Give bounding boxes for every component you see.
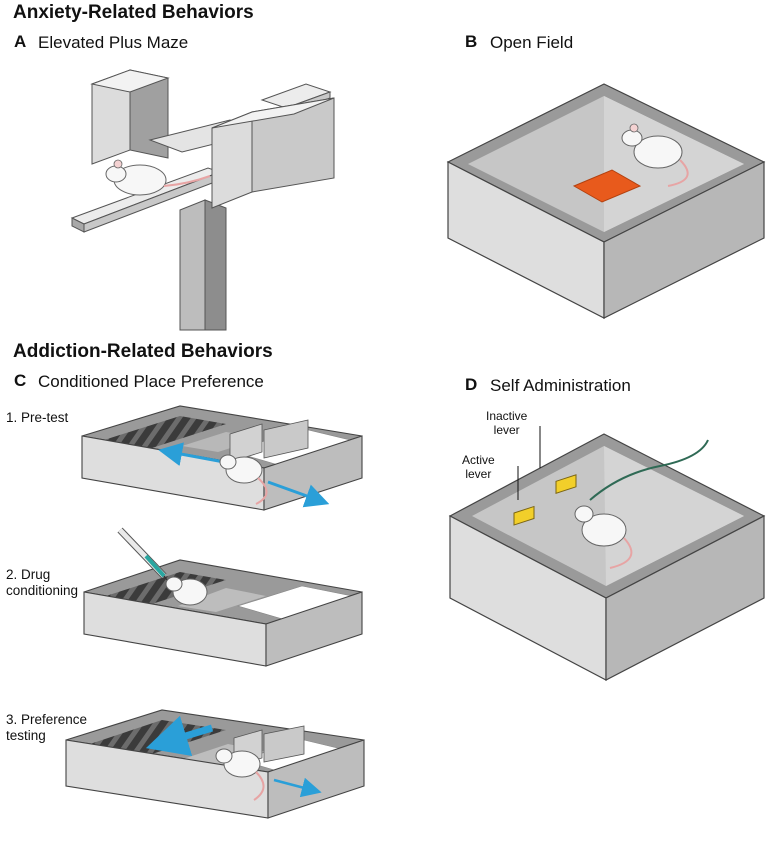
active-lever-label: Active lever <box>462 453 495 481</box>
mouse <box>574 505 633 569</box>
direction-arrow <box>145 715 214 756</box>
panel-d-title: Self Administration <box>490 376 631 395</box>
cpp-box-conditioning <box>83 527 363 667</box>
panel-c-letter: C <box>14 371 27 390</box>
syringe-icon <box>117 527 171 585</box>
mouse <box>621 123 689 187</box>
direction-arrow <box>267 480 330 508</box>
panel-b-letter: B <box>465 32 478 51</box>
mouse <box>165 576 208 606</box>
cpp-box-testing <box>65 709 365 819</box>
cpp-box-pretest <box>81 405 363 511</box>
open-field-center-square <box>572 169 642 203</box>
anxiety-section-title: Anxiety-Related Behaviors <box>13 2 254 23</box>
panel-a-title: Elevated Plus Maze <box>38 33 189 52</box>
panel-b-title: Open Field <box>490 33 574 52</box>
open-field-box <box>446 83 766 319</box>
mouse <box>105 159 211 196</box>
panel-c-title: Conditioned Place Preference <box>38 372 264 391</box>
cpp-step-3-label: 3. Preference testing <box>6 712 88 743</box>
maze-column-side <box>204 199 227 331</box>
mouse <box>215 748 265 801</box>
mouse <box>219 454 268 505</box>
direction-arrow <box>273 777 322 798</box>
direction-arrow <box>158 442 225 466</box>
inactive-lever-label: Inactive lever <box>486 409 528 437</box>
active-lever <box>513 505 535 526</box>
self-admin-box <box>448 426 766 681</box>
addiction-section-title: Addiction-Related Behaviors <box>13 341 273 362</box>
maze-column-front <box>179 199 206 331</box>
elevated-plus-maze <box>70 69 335 331</box>
inactive-lever <box>555 474 577 495</box>
cpp-step-1-label: 1. Pre-test <box>6 410 69 425</box>
panel-a-letter: A <box>14 32 27 51</box>
infusion-tube <box>589 439 709 501</box>
panel-d-letter: D <box>465 375 478 394</box>
cpp-step-2-label: 2. Drug conditioning <box>6 567 79 598</box>
